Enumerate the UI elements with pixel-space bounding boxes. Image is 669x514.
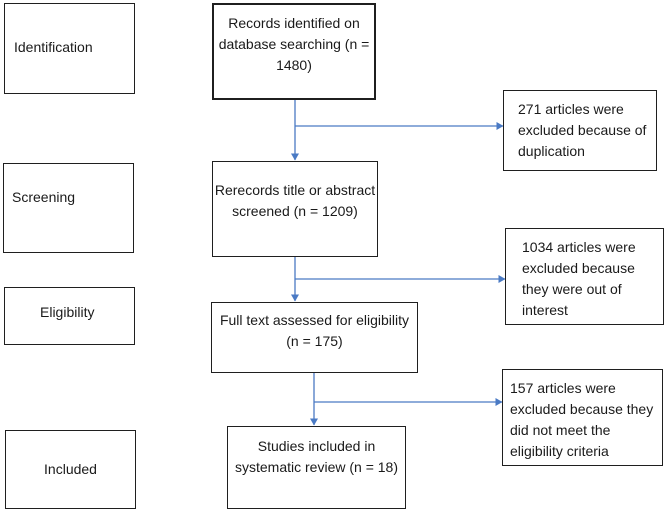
stage-eligibility-label: Eligibility bbox=[40, 304, 95, 320]
excluded-duplicates-line-3: duplication bbox=[518, 143, 585, 159]
box-records-screened: Rerecords title or abstract screened (n … bbox=[212, 161, 378, 257]
excluded-interest-line-4: interest bbox=[522, 302, 568, 318]
records-screened-line-1: Rerecords title or abstract bbox=[214, 182, 376, 198]
stage-included: Included bbox=[5, 430, 136, 509]
excluded-criteria-line-4: eligibility criteria bbox=[510, 443, 609, 459]
stage-eligibility: Eligibility bbox=[4, 287, 135, 345]
box-studies-included: Studies included in systematic review (n… bbox=[227, 426, 406, 509]
excluded-duplicates-line-2: excluded because of bbox=[518, 122, 647, 138]
stage-screening: Screening bbox=[3, 163, 134, 253]
box-records-identified: Records identified on database searching… bbox=[212, 3, 376, 100]
excluded-interest-line-3: they were out of bbox=[522, 281, 622, 297]
excluded-interest-line-1: 1034 articles were bbox=[522, 239, 636, 255]
stage-screening-label: Screening bbox=[12, 189, 76, 205]
records-identified-line-3: 1480) bbox=[276, 57, 312, 73]
box-excluded-criteria: 157 articles were excluded because they … bbox=[502, 369, 663, 466]
records-identified-line-2: database searching (n = bbox=[218, 36, 370, 52]
box-full-text-assessed: Full text assessed for eligibility (n = … bbox=[211, 302, 418, 373]
full-text-line-1: Full text assessed for eligibility bbox=[219, 312, 410, 328]
stage-included-label: Included bbox=[44, 461, 97, 477]
studies-included-line-1: Studies included in bbox=[257, 438, 376, 454]
stage-identification-label: Identification bbox=[14, 39, 93, 55]
excluded-interest-line-2: excluded because bbox=[522, 260, 635, 276]
box-excluded-duplicates: 271 articles were excluded because of du… bbox=[503, 90, 657, 171]
excluded-criteria-line-1: 157 articles were bbox=[510, 380, 616, 396]
studies-included-line-2: systematic review (n = 18) bbox=[235, 459, 398, 475]
excluded-criteria-line-2: excluded because they bbox=[510, 401, 654, 417]
full-text-line-2: (n = 175) bbox=[286, 333, 343, 349]
stage-identification: Identification bbox=[4, 3, 135, 94]
box-excluded-interest: 1034 articles were excluded because they… bbox=[505, 228, 664, 325]
records-screened-line-2: screened (n = 1209) bbox=[232, 203, 358, 219]
records-identified-line-1: Records identified on bbox=[228, 15, 360, 31]
excluded-criteria-line-3: did not meet the bbox=[510, 422, 611, 438]
excluded-duplicates-line-1: 271 articles were bbox=[518, 101, 624, 117]
